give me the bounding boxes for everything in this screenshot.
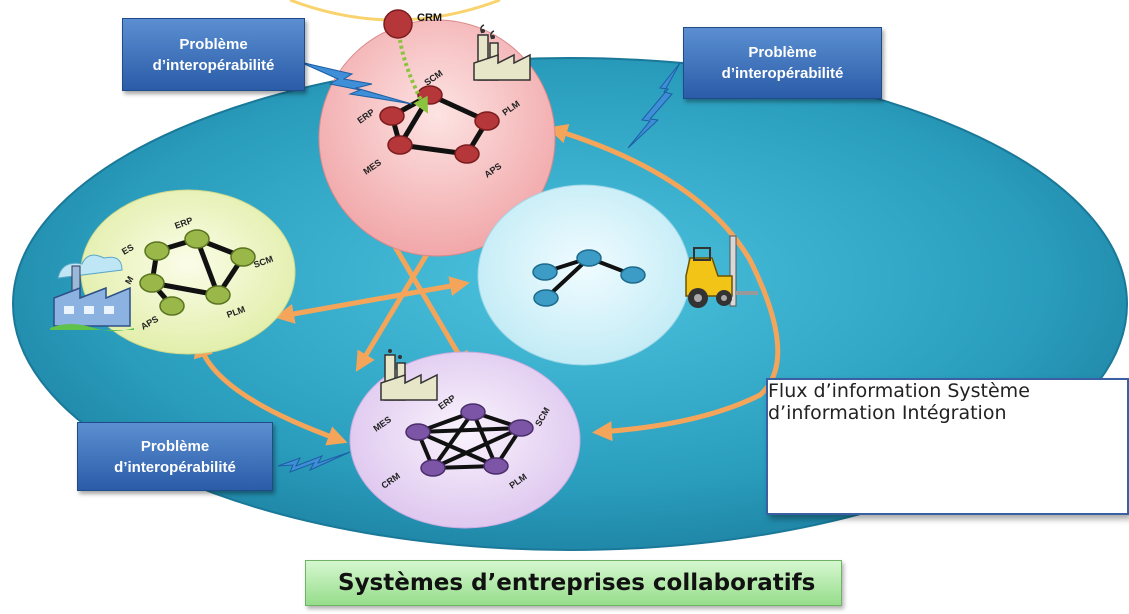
lightning-icon [277,451,351,473]
node-bottom-plm [483,457,509,475]
callout-line-1: Problème [748,44,817,61]
legend-integration-label: Intégration [901,402,1007,424]
node-left-scm [230,247,256,267]
enterprise-circle-left [80,189,296,355]
nodes-center [532,249,646,307]
node-top-plm [474,111,500,131]
label-left-m: M [123,275,135,286]
interoperability-callout-top-right: Problème d’interopérabilité [683,27,882,99]
node-left-plm [205,285,231,305]
node-top-aps [454,144,480,164]
callout-line-2: d’interopérabilité [114,458,236,476]
enterprise-circle-center [477,184,691,366]
diagram-title-text: Systèmes d’entreprises collaboratifs [338,570,816,596]
node-top-erp [379,106,405,126]
node-bottom-mes [405,423,431,441]
factory-icon [473,24,531,81]
nodes-bottom [405,403,534,477]
node-top-mes [387,135,413,155]
diagram-title: Systèmes d’entreprises collaboratifs [305,560,842,606]
flow-top-loop-bottom [547,124,781,442]
node-center-4 [533,289,559,307]
legend-system-label: Système d’information [768,380,1030,424]
forklift-icon [685,235,758,308]
node-center-3 [620,266,646,284]
node-left-aps [159,296,185,316]
crm-external: CRM [383,9,442,114]
crm-node [383,9,413,39]
lightning-icon [277,61,681,473]
node-top-scm [417,85,443,105]
callout-line-2: d’interopérabilité [721,65,844,82]
legend-flow-label: Flux d’information [768,380,942,402]
interoperability-callout-bottom-left: Problème d’interopérabilité [77,422,273,491]
flow-left-bottom [193,337,348,446]
lightning-icon [627,62,681,149]
interoperability-callout-top-left: Problème d’interopérabilité [122,18,305,91]
node-bottom-erp [460,403,486,421]
legend: Flux d’information Système d’information… [766,378,1129,515]
callout-line-2: d’interopérabilité [152,56,275,74]
lightning-icon [299,61,413,105]
crm-label: CRM [417,12,442,24]
nodes-left [139,229,256,316]
node-bottom-crm [420,459,446,477]
factory-icon [380,349,438,401]
node-left-es [144,241,170,261]
node-center-2 [576,249,602,267]
node-center-1 [532,263,558,281]
node-bottom-scm [508,419,534,437]
node-left-m [139,273,165,293]
callout-line-1: Problème [140,437,210,455]
node-left-erp [184,229,210,249]
callout-line-1: Problème [179,35,248,53]
factory-icon [50,254,134,331]
